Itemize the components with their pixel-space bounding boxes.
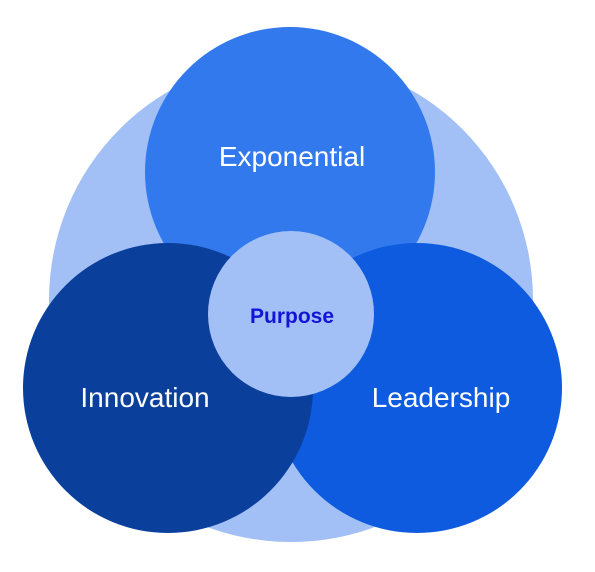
- exponential-circle: [145, 27, 435, 317]
- purpose-label: Purpose: [250, 305, 334, 328]
- exponential-label: Exponential: [219, 141, 365, 172]
- leadership-label: Leadership: [372, 382, 511, 413]
- purpose-circle: [208, 231, 374, 397]
- innovation-label: Innovation: [80, 382, 209, 413]
